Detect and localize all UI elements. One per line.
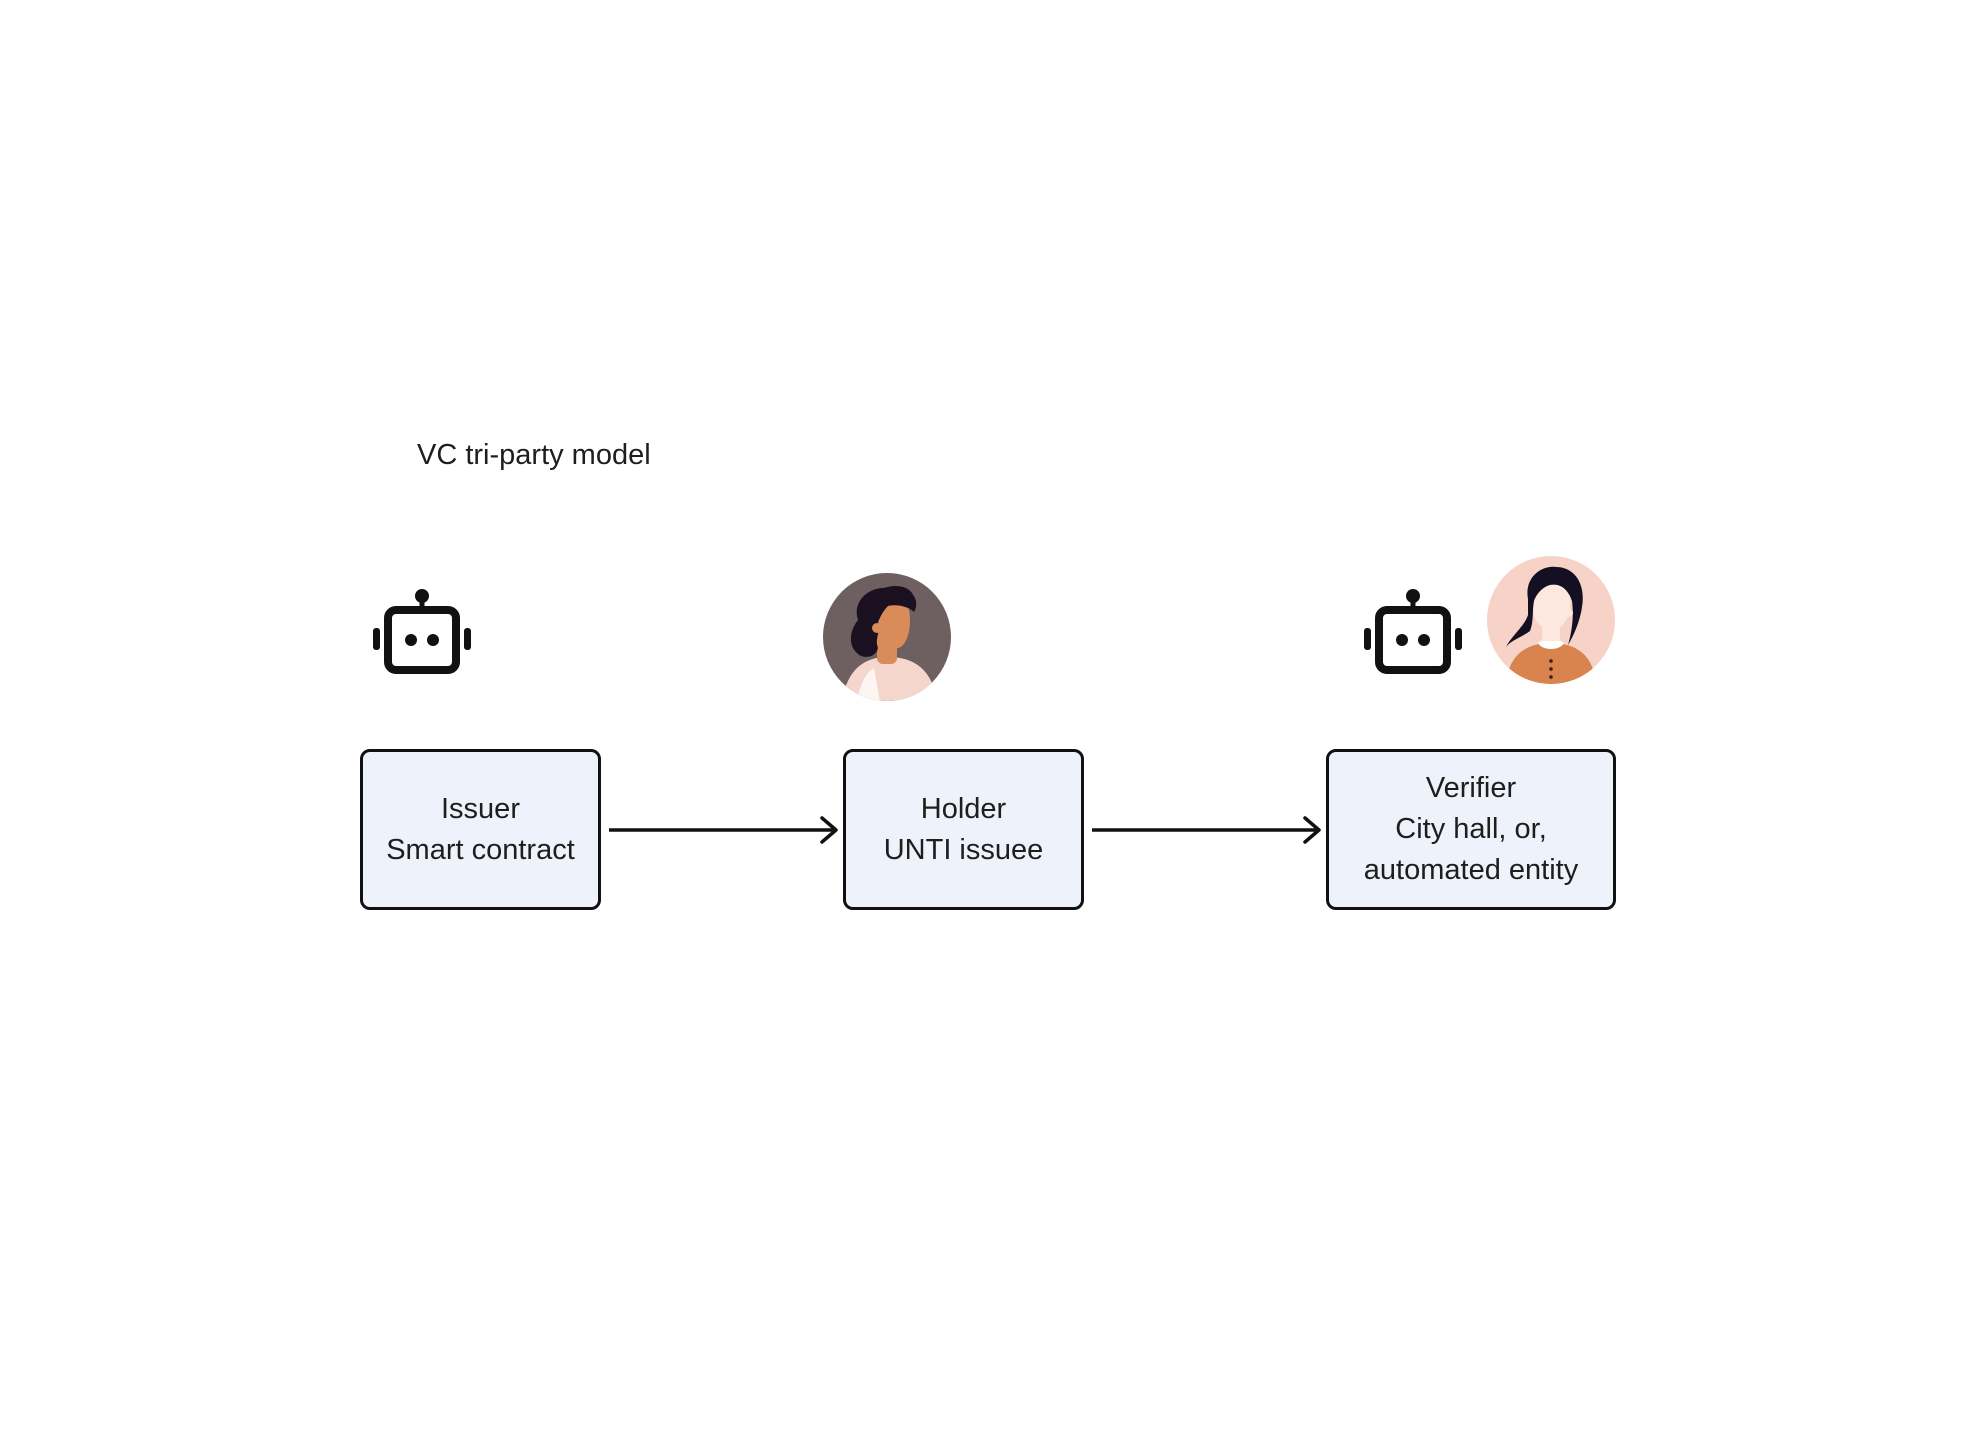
holder-avatar-icon xyxy=(823,573,951,701)
edge-issuer-to-holder xyxy=(609,816,838,844)
verifier-avatar-icon xyxy=(1487,556,1615,684)
verifier-title: Verifier xyxy=(1425,772,1517,804)
edge-holder-to-verifier xyxy=(1092,816,1321,844)
robot-icon xyxy=(1364,589,1462,674)
holder-title: Holder xyxy=(920,792,1007,825)
robot-icon xyxy=(373,589,471,674)
verifier-subtitle-line2: automated entity xyxy=(1363,854,1579,886)
holder-node: Holder UNTI issuee xyxy=(843,749,1084,910)
verifier-subtitle-line1: City hall, or, xyxy=(1395,813,1547,845)
diagram-title: VC tri-party model xyxy=(417,439,651,471)
issuer-node: Issuer Smart contract xyxy=(360,749,601,910)
holder-subtitle: UNTI issuee xyxy=(883,833,1044,866)
issuer-subtitle: Smart contract xyxy=(386,833,575,866)
verifier-node: Verifier City hall, or, automated entity xyxy=(1326,749,1616,910)
issuer-title: Issuer xyxy=(441,792,520,825)
